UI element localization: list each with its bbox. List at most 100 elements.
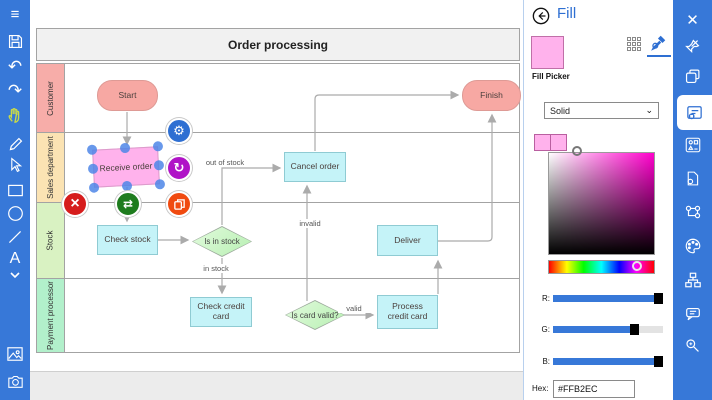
swap-icon: ⇄ bbox=[122, 197, 134, 211]
gear-icon: ⚙ bbox=[173, 123, 185, 138]
rotate-icon: ↻ bbox=[173, 160, 185, 175]
auto-layout-button[interactable] bbox=[673, 268, 712, 292]
undo-icon: ↶ bbox=[7, 56, 23, 76]
palette-grid-tab[interactable] bbox=[627, 37, 641, 51]
custom-picker-tab[interactable] bbox=[649, 34, 667, 54]
node-cancel-order[interactable]: Cancel order bbox=[284, 152, 346, 182]
more-shapes-button[interactable] bbox=[0, 268, 30, 282]
menu-button[interactable]: ≡ bbox=[0, 3, 30, 25]
node-process-credit-card[interactable]: Process credit card bbox=[377, 295, 438, 329]
cursor-icon bbox=[11, 157, 23, 173]
fill-panel: Fill Fill Picker Solid ⌄ R: G: B: bbox=[523, 0, 673, 400]
active-tab-underline bbox=[647, 55, 671, 57]
lane-label: Customer bbox=[46, 80, 55, 116]
rectangle-icon bbox=[7, 184, 23, 196]
text-tool-button[interactable]: A bbox=[0, 248, 30, 270]
pages-button[interactable] bbox=[673, 64, 712, 88]
grid-icon bbox=[627, 37, 631, 41]
node-deliver[interactable]: Deliver bbox=[377, 225, 438, 256]
hamburger-icon: ≡ bbox=[10, 5, 20, 23]
node-check-stock[interactable]: Check stock bbox=[97, 225, 158, 255]
red-slider-thumb[interactable] bbox=[653, 293, 663, 304]
unpin-button[interactable] bbox=[673, 34, 712, 58]
context-delete-button[interactable]: × bbox=[62, 191, 88, 217]
ellipse-icon bbox=[7, 205, 23, 221]
diagram-title[interactable]: Order processing bbox=[36, 28, 520, 61]
hue-selector[interactable] bbox=[632, 261, 642, 271]
save-icon bbox=[8, 34, 22, 48]
context-rotate-button[interactable]: ↻ bbox=[166, 155, 192, 181]
panel-title: Fill bbox=[557, 5, 577, 22]
format-tab-active[interactable] bbox=[677, 95, 712, 130]
node-is-in-stock[interactable]: Is in stock bbox=[192, 226, 252, 257]
green-slider[interactable] bbox=[553, 324, 663, 335]
page-setup-button[interactable] bbox=[673, 166, 712, 190]
ellipse-tool-button[interactable] bbox=[0, 202, 30, 224]
stroke-color-chip[interactable] bbox=[550, 134, 567, 151]
pan-tool-button[interactable] bbox=[0, 104, 30, 126]
chevron-down-icon bbox=[10, 272, 20, 279]
pin-icon bbox=[685, 39, 700, 53]
select-tool-button[interactable] bbox=[0, 154, 30, 176]
edge-label-in-stock: in stock bbox=[192, 264, 240, 273]
red-slider[interactable] bbox=[553, 293, 663, 304]
theme-button[interactable] bbox=[673, 234, 712, 258]
context-settings-button[interactable]: ⚙ bbox=[166, 118, 192, 144]
redo-icon: ↷ bbox=[7, 80, 23, 100]
pages-icon bbox=[685, 69, 700, 83]
canvas[interactable]: Order processing Customer Sales departme… bbox=[30, 0, 523, 400]
blue-slider-row: B: bbox=[524, 356, 674, 368]
close-icon: ✕ bbox=[686, 11, 699, 29]
save-button[interactable] bbox=[0, 30, 30, 52]
blue-slider[interactable] bbox=[553, 356, 663, 367]
edge-label-out-of-stock: out of stock bbox=[193, 158, 257, 167]
lane-payment-processor[interactable]: Payment processor bbox=[37, 279, 519, 352]
fill-color-chip[interactable] bbox=[534, 134, 551, 151]
green-slider-thumb[interactable] bbox=[630, 324, 639, 335]
insert-image-button[interactable] bbox=[0, 343, 30, 365]
left-toolbar: ≡ ↶ ↷ A bbox=[0, 0, 30, 400]
swimlane-frame: Order processing Customer Sales departme… bbox=[36, 28, 520, 353]
hue-slider[interactable] bbox=[548, 260, 655, 274]
connectors-button[interactable] bbox=[673, 200, 712, 224]
current-fill-swatch[interactable] bbox=[531, 36, 564, 69]
back-button[interactable] bbox=[532, 7, 550, 25]
green-slider-row: G: bbox=[524, 324, 674, 336]
line-tool-button[interactable] bbox=[0, 226, 30, 248]
context-duplicate-button[interactable] bbox=[166, 191, 192, 217]
edge-label-invalid: invalid bbox=[292, 219, 328, 228]
fill-type-dropdown[interactable]: Solid ⌄ bbox=[544, 102, 659, 119]
lane-label: Payment processor bbox=[46, 281, 56, 350]
node-finish[interactable]: Finish bbox=[462, 80, 521, 111]
magnifier-icon bbox=[686, 338, 699, 352]
zoom-button[interactable] bbox=[673, 333, 712, 357]
redo-button[interactable]: ↷ bbox=[0, 79, 30, 101]
node-check-credit-card[interactable]: Check credit card bbox=[190, 297, 252, 327]
close-panel-button[interactable]: ✕ bbox=[673, 8, 712, 32]
copy-icon bbox=[173, 198, 185, 210]
comments-button[interactable] bbox=[673, 302, 712, 326]
format-icon bbox=[687, 106, 702, 120]
red-slider-row: R: bbox=[524, 293, 674, 305]
undo-button[interactable]: ↶ bbox=[0, 55, 30, 77]
delete-icon: × bbox=[70, 195, 80, 212]
canvas-margin bbox=[30, 371, 523, 400]
shapes-panel-button[interactable] bbox=[673, 133, 712, 157]
node-is-card-valid[interactable]: Is card valid? bbox=[285, 300, 345, 330]
hex-input[interactable] bbox=[553, 380, 635, 398]
screenshot-button[interactable] bbox=[0, 370, 30, 392]
right-toolbar: ✕ bbox=[673, 0, 712, 400]
pen-tool-button[interactable] bbox=[0, 133, 30, 155]
context-replace-button[interactable]: ⇄ bbox=[115, 191, 141, 217]
blue-slider-thumb[interactable] bbox=[653, 356, 663, 367]
back-arrow-icon bbox=[532, 7, 550, 25]
text-icon: A bbox=[9, 250, 21, 267]
saturation-value-picker[interactable] bbox=[548, 152, 655, 255]
red-slider-label: R: bbox=[542, 294, 550, 303]
fill-type-value: Solid bbox=[550, 105, 571, 116]
rectangle-tool-button[interactable] bbox=[0, 179, 30, 201]
edge-label-valid: valid bbox=[338, 304, 370, 313]
node-receive-order-selected[interactable]: Receive order bbox=[86, 141, 166, 193]
node-start[interactable]: Start bbox=[97, 80, 158, 111]
saturation-selector[interactable] bbox=[572, 146, 582, 156]
